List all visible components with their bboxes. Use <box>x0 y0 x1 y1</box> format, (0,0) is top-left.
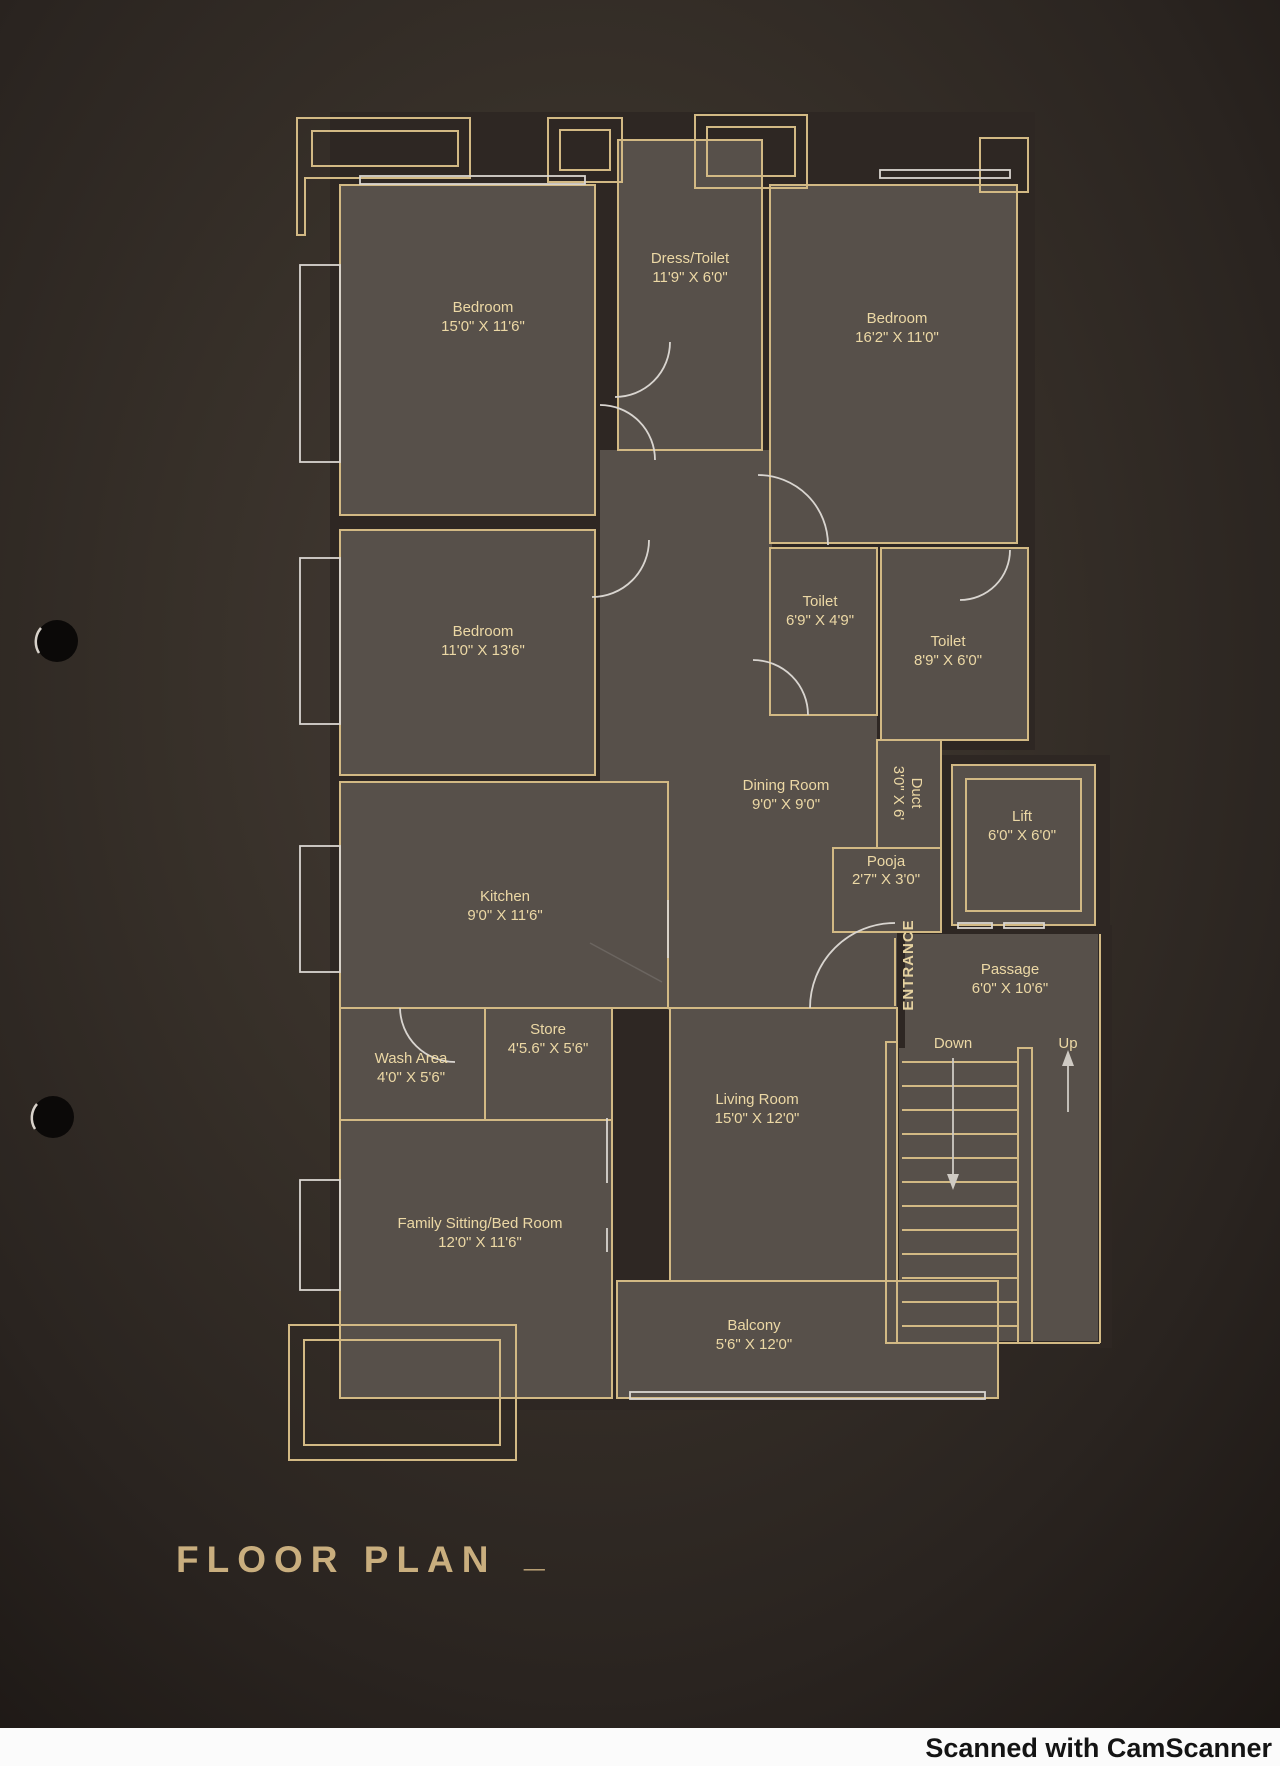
passage-stair-walls <box>885 934 1101 1344</box>
door-arc-toilet-1 <box>752 659 809 716</box>
room-wash-area <box>339 1007 486 1121</box>
hole-punch-bottom <box>32 1096 74 1138</box>
room-living <box>669 1007 898 1282</box>
room-bedroom-top-left <box>339 184 596 516</box>
windows <box>299 169 1045 1400</box>
footer-strip <box>0 1728 1280 1766</box>
room-dress-toilet <box>617 139 763 451</box>
hall-floor <box>600 450 1098 1341</box>
label-down: Down <box>934 1035 972 1052</box>
svg-text:ENTRANCE: ENTRANCE <box>900 919 917 1010</box>
door-arc-bedroom-top-right <box>757 474 829 546</box>
scan-scratch <box>589 942 663 983</box>
room-bedroom-middle <box>339 529 596 776</box>
room-family <box>339 1119 613 1399</box>
stair-treads <box>902 1061 1018 1327</box>
label-duct: Duct3'0" X 6' <box>890 766 925 821</box>
hole-punch-top <box>36 620 78 662</box>
door-arc-bedroom-middle <box>591 539 650 598</box>
stair-arrows <box>947 1050 1074 1190</box>
room-lift-inner <box>965 778 1082 912</box>
label-up: Up <box>1058 1035 1077 1052</box>
hole-punches <box>30 620 78 1138</box>
door-arc-toilet-2 <box>959 549 1011 601</box>
room-walls <box>339 139 1096 1399</box>
room-lift <box>951 764 1096 926</box>
room-store <box>484 1007 613 1121</box>
svg-text:Duct3'0" X 6': Duct3'0" X 6' <box>890 766 925 821</box>
sheet-title: FLOOR PLAN <box>176 1539 496 1580</box>
room-balcony <box>616 1280 999 1399</box>
room-kitchen <box>339 781 669 1009</box>
door-arc-dress-toilet <box>614 341 671 398</box>
sheet-title-dash: _ <box>523 1533 553 1574</box>
door-arc-bedroom-top-left <box>599 404 656 461</box>
room-toilet-2 <box>880 547 1029 741</box>
door-arcs <box>399 341 1011 1063</box>
label-entrance: ENTRANCE <box>900 919 917 1010</box>
camscanner-credit: Scanned with CamScanner <box>925 1733 1272 1763</box>
door-arc-wash-area <box>399 1007 456 1063</box>
room-bedroom-top-right <box>769 184 1018 544</box>
room-duct <box>876 739 942 849</box>
room-toilet-1 <box>769 547 878 716</box>
room-pooja <box>832 847 942 933</box>
door-arc-entrance <box>809 922 896 1009</box>
